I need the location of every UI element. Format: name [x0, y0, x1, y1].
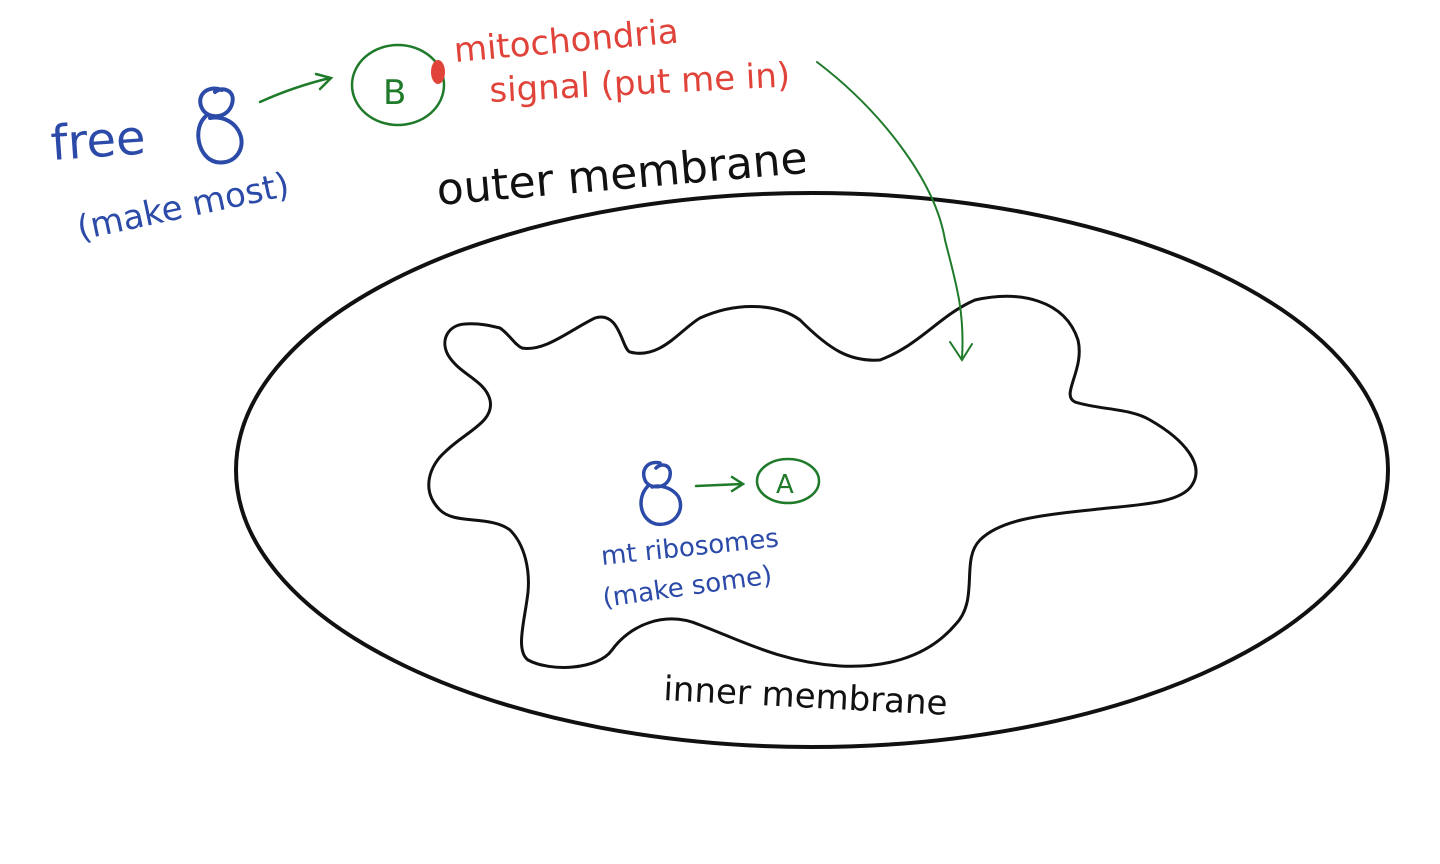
import-arrow: [816, 61, 973, 362]
free-label: free: [49, 110, 147, 172]
protein-a-circle: [755, 457, 821, 505]
protein-b-label: B: [383, 73, 406, 113]
arrow-to-protein-a: [694, 475, 746, 493]
make-most-label: (make most): [74, 165, 293, 249]
outer-membrane-label: outer membrane: [435, 133, 810, 216]
inner-membrane-shape: [427, 294, 1198, 669]
free-ribosome-icon: [196, 86, 244, 165]
protein-b-circle: [350, 43, 446, 127]
signal-dot-icon: [431, 60, 445, 84]
protein-a-label: A: [776, 470, 794, 500]
inner-membrane-label: inner membrane: [663, 669, 949, 724]
mt-ribosome-icon: [639, 460, 683, 526]
outer-membrane-shape: [234, 191, 1390, 749]
arrow-to-protein-b: [258, 72, 334, 104]
